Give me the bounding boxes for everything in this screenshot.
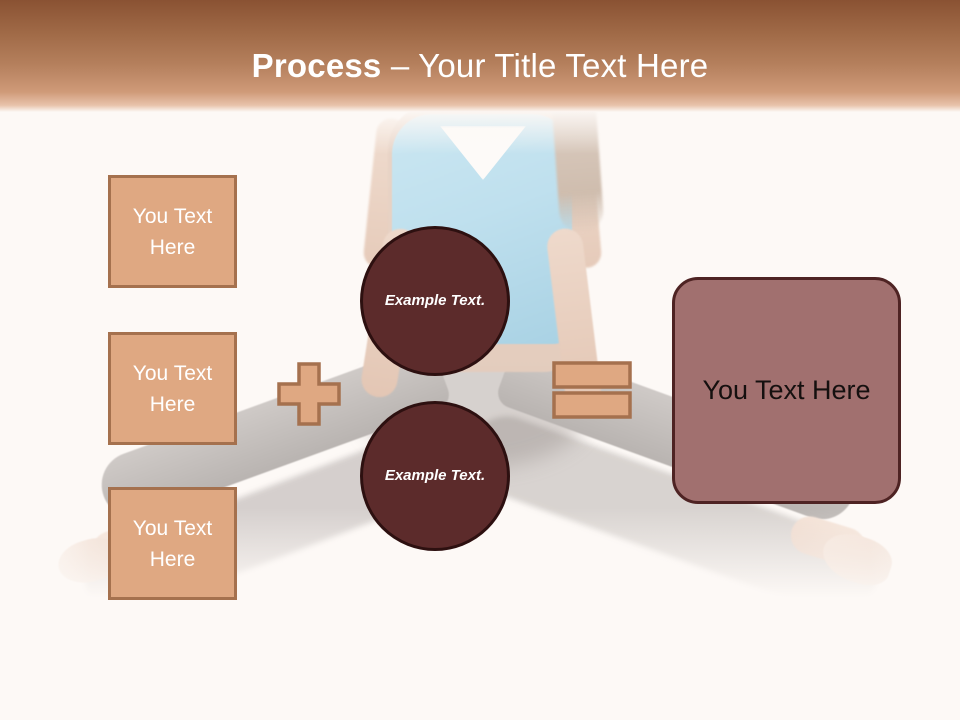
input-box-3[interactable]: You Text Here [108,487,237,600]
process-circle-1-label: Example Text. [384,292,486,309]
header-band: Process – Your Title Text Here [0,0,960,112]
page-title-rest: – Your Title Text Here [381,47,709,84]
process-circle-2-label: Example Text. [384,467,486,484]
input-box-2[interactable]: You Text Here [108,332,237,445]
input-box-1-label: You Text Here [132,204,213,259]
photo-fade-top [0,108,960,154]
result-box[interactable]: You Text Here [672,277,901,504]
plus-icon [277,362,341,426]
input-box-2-label: You Text Here [132,361,213,416]
result-box-label: You Text Here [702,375,871,405]
photo-fade-left [0,108,90,628]
page-title: Process – Your Title Text Here [0,48,960,84]
input-box-3-label: You Text Here [132,516,213,571]
process-circle-1[interactable]: Example Text. [360,226,510,376]
input-box-1[interactable]: You Text Here [108,175,237,288]
process-circle-2[interactable]: Example Text. [360,401,510,551]
equals-icon [552,361,632,419]
page-title-bold: Process [251,47,382,84]
